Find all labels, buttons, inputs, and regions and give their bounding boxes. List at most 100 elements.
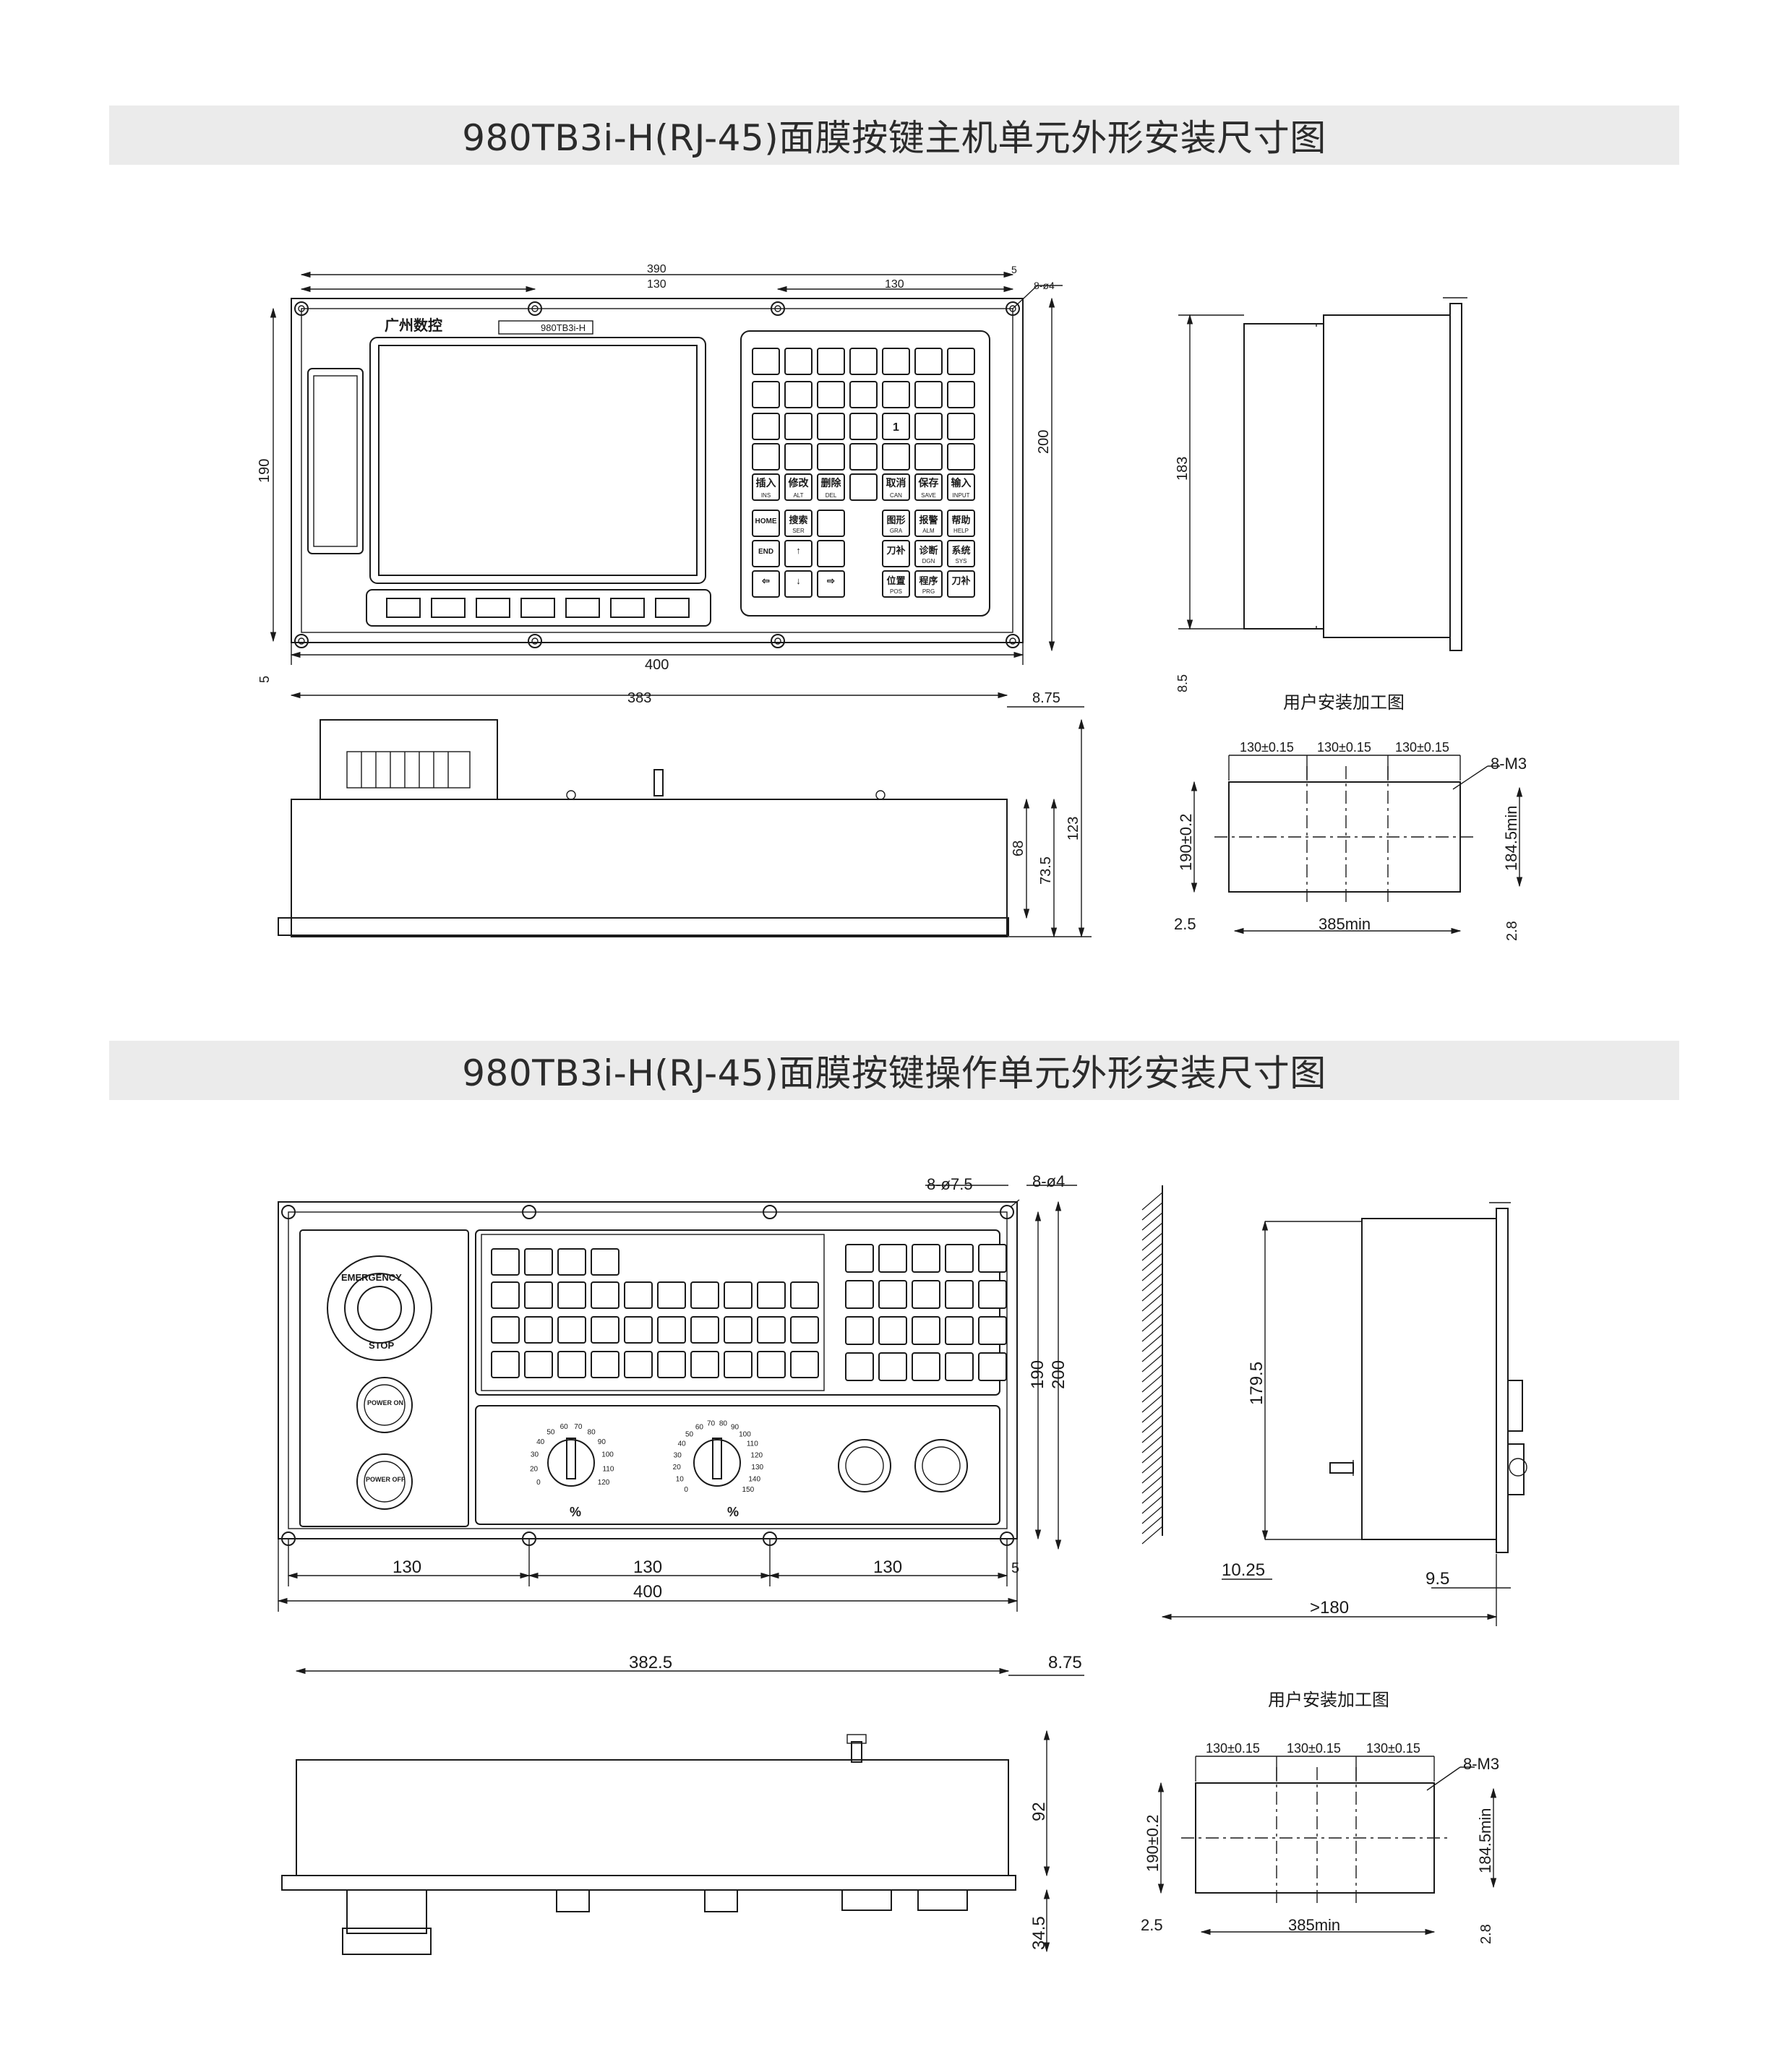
nav-key[interactable] — [882, 540, 910, 567]
keypad-key[interactable] — [817, 443, 845, 471]
nav-key[interactable] — [752, 510, 780, 537]
keypad-key[interactable] — [784, 381, 813, 408]
op-key[interactable] — [557, 1316, 586, 1344]
keypad-key[interactable] — [752, 381, 780, 408]
keypad-key[interactable] — [784, 413, 813, 440]
keypad-key[interactable] — [784, 443, 813, 471]
nav-key[interactable] — [817, 510, 845, 537]
op-mode-key[interactable] — [878, 1280, 907, 1309]
op-mode-key[interactable] — [912, 1280, 940, 1309]
keypad-key[interactable] — [914, 413, 943, 440]
keypad-key[interactable] — [849, 473, 878, 501]
op-key[interactable] — [724, 1316, 753, 1344]
op-key[interactable] — [657, 1281, 686, 1309]
op-key[interactable] — [690, 1316, 719, 1344]
keypad-key[interactable] — [914, 381, 943, 408]
keypad-key[interactable] — [752, 413, 780, 440]
keypad-key[interactable] — [882, 381, 910, 408]
op-mode-key[interactable] — [912, 1244, 940, 1273]
nav-key[interactable] — [817, 570, 845, 598]
keypad-key[interactable] — [817, 381, 845, 408]
keypad-key[interactable] — [882, 443, 910, 471]
op-key[interactable] — [491, 1248, 520, 1276]
op-key[interactable] — [690, 1281, 719, 1309]
op-mode-key[interactable] — [878, 1352, 907, 1381]
op-key[interactable] — [491, 1281, 520, 1309]
op-mode-key[interactable] — [945, 1280, 974, 1309]
nav-key[interactable] — [914, 510, 943, 537]
keypad-key[interactable] — [914, 348, 943, 375]
nav-key[interactable] — [947, 540, 975, 567]
nav-key[interactable] — [784, 540, 813, 567]
op-mode-key[interactable] — [978, 1244, 1007, 1273]
op-key[interactable] — [591, 1351, 620, 1378]
op-key[interactable] — [657, 1316, 686, 1344]
op-mode-key[interactable] — [912, 1352, 940, 1381]
op-mode-key[interactable] — [845, 1244, 874, 1273]
nav-key[interactable] — [947, 510, 975, 537]
op-key[interactable] — [657, 1351, 686, 1378]
keypad-key[interactable] — [947, 443, 975, 471]
op-key[interactable] — [724, 1281, 753, 1309]
nav-key[interactable] — [752, 540, 780, 567]
op-key[interactable] — [790, 1351, 819, 1378]
op-key[interactable] — [790, 1281, 819, 1309]
op-mode-key[interactable] — [878, 1244, 907, 1273]
nav-key[interactable] — [752, 570, 780, 598]
keypad-key[interactable] — [817, 348, 845, 375]
keypad-key[interactable] — [947, 413, 975, 440]
nav-key[interactable] — [784, 570, 813, 598]
op-mode-key[interactable] — [945, 1352, 974, 1381]
op-mode-key[interactable] — [878, 1316, 907, 1345]
op-mode-key[interactable] — [978, 1352, 1007, 1381]
op-key[interactable] — [591, 1316, 620, 1344]
op-key[interactable] — [591, 1281, 620, 1309]
nav-key[interactable] — [914, 570, 943, 598]
op-key[interactable] — [557, 1281, 586, 1309]
op-key[interactable] — [624, 1316, 653, 1344]
op-mode-key[interactable] — [845, 1352, 874, 1381]
nav-key[interactable] — [914, 540, 943, 567]
keypad-key[interactable] — [947, 381, 975, 408]
nav-key[interactable] — [784, 510, 813, 537]
op-key[interactable] — [690, 1351, 719, 1378]
keypad-key[interactable] — [882, 348, 910, 375]
keypad-key[interactable] — [784, 348, 813, 375]
keypad-key[interactable] — [752, 473, 780, 501]
op-mode-key[interactable] — [845, 1280, 874, 1309]
op-key[interactable] — [757, 1316, 786, 1344]
op-mode-key[interactable] — [945, 1316, 974, 1345]
keypad-key[interactable] — [849, 413, 878, 440]
op-key[interactable] — [624, 1351, 653, 1378]
nav-key[interactable] — [947, 570, 975, 598]
op-mode-key[interactable] — [945, 1244, 974, 1273]
keypad-key[interactable] — [752, 443, 780, 471]
keypad-key[interactable] — [752, 348, 780, 375]
op-key[interactable] — [524, 1248, 553, 1276]
keypad-key[interactable] — [914, 473, 943, 501]
keypad-key[interactable] — [849, 443, 878, 471]
nav-key[interactable] — [882, 510, 910, 537]
op-key[interactable] — [757, 1281, 786, 1309]
op-key[interactable] — [790, 1316, 819, 1344]
keypad-key[interactable] — [914, 443, 943, 471]
keypad-key[interactable] — [947, 473, 975, 501]
op-key[interactable] — [757, 1351, 786, 1378]
keypad-key[interactable] — [849, 381, 878, 408]
op-mode-key[interactable] — [912, 1316, 940, 1345]
op-key[interactable] — [591, 1248, 620, 1276]
op-mode-key[interactable] — [978, 1316, 1007, 1345]
nav-key[interactable] — [882, 570, 910, 598]
op-key[interactable] — [557, 1248, 586, 1276]
keypad-key[interactable] — [882, 413, 910, 440]
keypad-key[interactable] — [817, 413, 845, 440]
keypad-key[interactable] — [784, 473, 813, 501]
op-key[interactable] — [524, 1316, 553, 1344]
keypad-key[interactable] — [947, 348, 975, 375]
op-key[interactable] — [557, 1351, 586, 1378]
op-mode-key[interactable] — [845, 1316, 874, 1345]
op-key[interactable] — [524, 1351, 553, 1378]
op-key[interactable] — [491, 1316, 520, 1344]
op-key[interactable] — [524, 1281, 553, 1309]
op-key[interactable] — [724, 1351, 753, 1378]
